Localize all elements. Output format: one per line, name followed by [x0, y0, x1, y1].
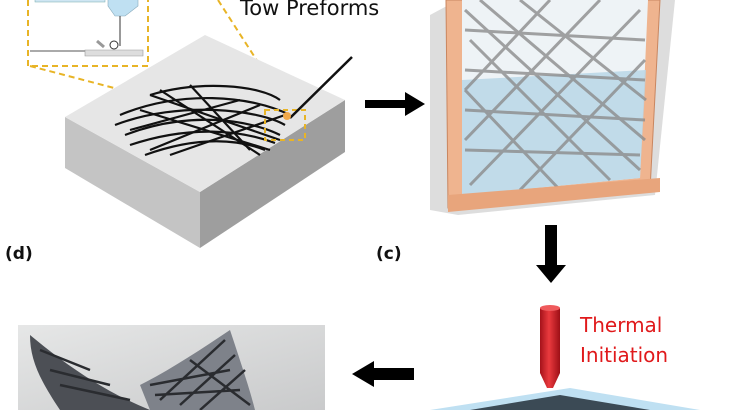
panel-label-d: (d) [5, 244, 33, 264]
cured-composite-photo [18, 325, 325, 410]
tow-preforms-label: Tow Preforms [240, 0, 380, 20]
thermal-label: Thermal [580, 313, 663, 337]
panel-label-c: (c) [376, 244, 402, 264]
arrow-right [365, 92, 425, 116]
mold-frame [430, 0, 675, 215]
tow-preform-pattern [114, 84, 291, 157]
arrow-down [536, 225, 566, 283]
printer-inset [27, 0, 149, 67]
initiation-label: Initiation [580, 343, 669, 367]
nozzle-tip [283, 112, 291, 120]
arrow-left [352, 361, 414, 387]
thermal-initiator-pen [540, 305, 560, 388]
resin-plate [430, 388, 700, 410]
